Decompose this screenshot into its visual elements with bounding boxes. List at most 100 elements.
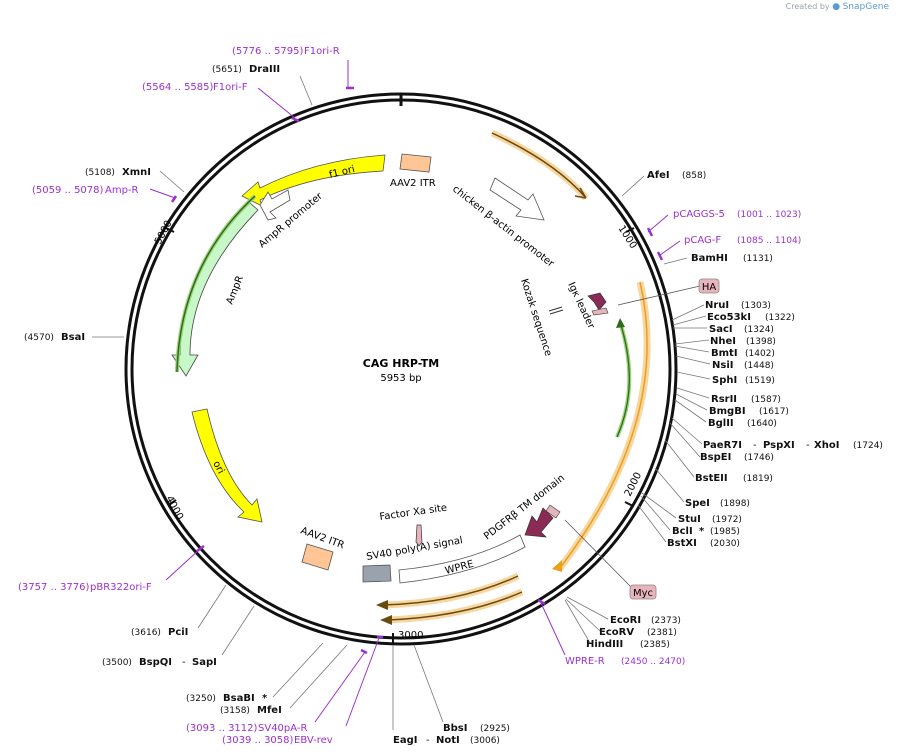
leader-bspei (669, 422, 701, 458)
eagi-name: EagI (393, 735, 417, 746)
wpre-arc[interactable] (398, 534, 526, 584)
tick-label-2000: 2000 (623, 471, 644, 499)
pdgfr-pink-box[interactable] (545, 504, 561, 519)
bstxi-name: BstXI (667, 538, 697, 549)
paer7i-sep2: - (806, 440, 810, 451)
pbr322-name: pBR322ori-F (90, 582, 152, 593)
sv40pa-r-range: (3093 .. 3112) (186, 723, 258, 734)
leader-rsrii (676, 387, 710, 399)
nrui-pos: (1303) (741, 301, 771, 311)
orange-arc-right-head (552, 560, 562, 572)
ori-arrow[interactable] (191, 408, 263, 523)
ecorv-name: EcoRV (599, 627, 634, 638)
leader-bspqi (221, 605, 255, 656)
pspxi-name: PspXI (763, 440, 795, 451)
ampr-promoter-arrow[interactable] (259, 189, 291, 221)
f1ori-f-name: F1ori-F (213, 82, 248, 93)
bsai-name: BsaI (61, 332, 85, 343)
sv40-box[interactable] (362, 564, 392, 583)
ha-tag-box[interactable] (698, 278, 720, 294)
amp-r-range: (5059 .. 5078) (32, 185, 104, 196)
chicken-promoter-arrow[interactable] (489, 177, 545, 221)
bsabi-name: BsaBI (223, 693, 255, 704)
ebv-rev-mark (360, 648, 368, 655)
rsrii-name: RsrII (711, 394, 737, 405)
pcagf-leader (659, 240, 681, 256)
myc-tag-box[interactable] (629, 584, 657, 600)
leader-xmni (159, 170, 185, 193)
leader-bsteii (664, 439, 695, 478)
ori-label: ori (210, 459, 226, 476)
saci-pos: (1324) (744, 325, 774, 335)
tick-5000 (165, 227, 175, 233)
eco53ki-pos: (1322) (765, 313, 795, 323)
bcli-star: * (699, 526, 705, 537)
orange-arc-wpre2-head (380, 615, 392, 625)
pcaggs5-mark (646, 227, 654, 237)
kozak-mark-1 (548, 306, 563, 312)
tick-4000 (167, 499, 177, 506)
pdgfr-label: PDGFRβ TM domain (482, 473, 567, 543)
green-arc-right[interactable] (616, 321, 630, 438)
sv40pa-r-leader (345, 637, 380, 727)
aav2-itr-bottom-box[interactable] (301, 543, 334, 571)
bspqi-pos: (3500) (102, 658, 132, 668)
bsabi-pos: (3250) (186, 694, 216, 704)
ampr-arrow[interactable] (171, 202, 259, 377)
leader-bmti (674, 345, 710, 353)
mfei-pos: (3158) (220, 706, 250, 716)
amp-r-leader (149, 188, 176, 199)
green-arc-right-head (616, 318, 625, 328)
bmgbi-name: BmgBI (709, 406, 746, 417)
ebv-rev-name: EBV-rev (294, 735, 333, 746)
noti-name: NotI (436, 735, 460, 746)
plasmid-name: CAG HRP-TM (363, 357, 439, 370)
igk-pink-box[interactable] (591, 307, 609, 316)
paer7i-name: PaeR7I (703, 440, 742, 451)
pdgfr-arrow[interactable] (524, 507, 554, 538)
tick-1000 (625, 227, 635, 233)
orange-arc-top-head (574, 187, 587, 199)
leader-nsii (675, 355, 711, 365)
saci-name: SacI (709, 324, 733, 335)
factorxa-marker[interactable] (415, 524, 423, 547)
bspqi-sep: - (182, 657, 186, 668)
nhei-pos: (1398) (746, 337, 776, 347)
leader-pcii (197, 584, 227, 629)
sv40pa-r-name: SV40pA-R (258, 723, 307, 734)
ha-leader (617, 285, 701, 306)
nrui-name: NruI (705, 300, 729, 311)
orange-arc-right[interactable] (559, 281, 648, 569)
aav2-itr-top-label: AAV2 ITR (390, 178, 436, 189)
leader-bstxi (637, 504, 667, 543)
bspei-pos: (1746) (744, 453, 774, 463)
xhoi-name: XhoI (814, 440, 839, 451)
green-arc-left (176, 195, 256, 373)
myc-leader (564, 519, 633, 589)
paer7i-pos: (1724) (853, 441, 883, 451)
pcaggs5-range: (1001 .. 1023) (737, 210, 801, 220)
bsteii-name: BstEII (695, 473, 728, 484)
f1ori-r-name: F1ori-R (304, 46, 340, 57)
leader-nhei (674, 339, 710, 345)
ebv-rev-leader (314, 651, 366, 723)
sv40-label: SV40 poly(A) signal (366, 535, 464, 563)
nhei-name: NheI (710, 336, 736, 347)
orange-arc-wpre2[interactable] (386, 591, 523, 621)
xmni-pos: (5108) (85, 168, 115, 178)
leader-paer7i (671, 417, 703, 445)
leader-spei (654, 467, 685, 503)
pbr322-range: (3757 .. 3776) (18, 582, 90, 593)
aav2-itr-top-box[interactable] (399, 153, 432, 173)
igk-leader-arrow[interactable] (587, 292, 607, 311)
leader-bcli (640, 495, 671, 531)
kozak-mark-2 (549, 309, 564, 315)
orange-arc-wpre1[interactable] (382, 575, 519, 606)
leader-eco53ki (672, 315, 707, 326)
stui-pos: (1972) (712, 515, 742, 525)
f1ori-f-range: (5564 .. 5585) (142, 82, 214, 93)
eagi-sep: - (426, 735, 430, 746)
orange-arc-top[interactable] (491, 132, 587, 199)
wpre-r-leader (540, 602, 566, 656)
